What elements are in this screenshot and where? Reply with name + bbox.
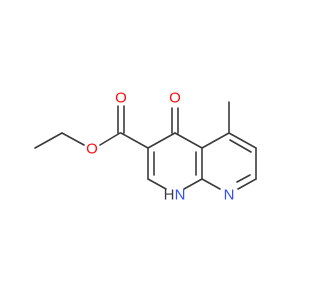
bond-nh-c2 bbox=[147, 178, 167, 190]
bond-ch3-ch2 bbox=[34, 132, 63, 149]
bond-c8a-nh bbox=[183, 178, 203, 190]
bond-c7-n8 bbox=[237, 178, 257, 190]
atom-ester-o: O bbox=[86, 141, 98, 158]
structure-diagram: O O O N N H bbox=[34, 90, 257, 204]
bond-n8-c8a bbox=[201, 178, 221, 190]
bond-o-carbonyl-c bbox=[99, 132, 121, 146]
atom-nh-h: H bbox=[164, 187, 175, 204]
bond-ester-c-ring bbox=[120, 132, 149, 149]
atom-ring-n: N bbox=[224, 187, 235, 204]
bond-c7-n8-inner bbox=[236, 174, 251, 183]
bond-c3-c4 bbox=[147, 132, 176, 149]
bond-c5-c6-inner bbox=[229, 139, 252, 153]
atom-labels: O O O N N H bbox=[86, 90, 234, 204]
bonds bbox=[34, 101, 257, 190]
molecule-svg: O O O N N H bbox=[34, 90, 257, 204]
bond-ch2-o bbox=[61, 132, 85, 146]
bond-c4a-c5 bbox=[201, 132, 230, 149]
bond-c4-c4a bbox=[174, 132, 203, 149]
atom-ester-carbonyl-o: O bbox=[115, 90, 127, 107]
bond-c5-c6 bbox=[228, 132, 257, 149]
atom-carbonyl-o: O bbox=[169, 90, 181, 107]
atom-nh-n: N bbox=[175, 187, 186, 204]
